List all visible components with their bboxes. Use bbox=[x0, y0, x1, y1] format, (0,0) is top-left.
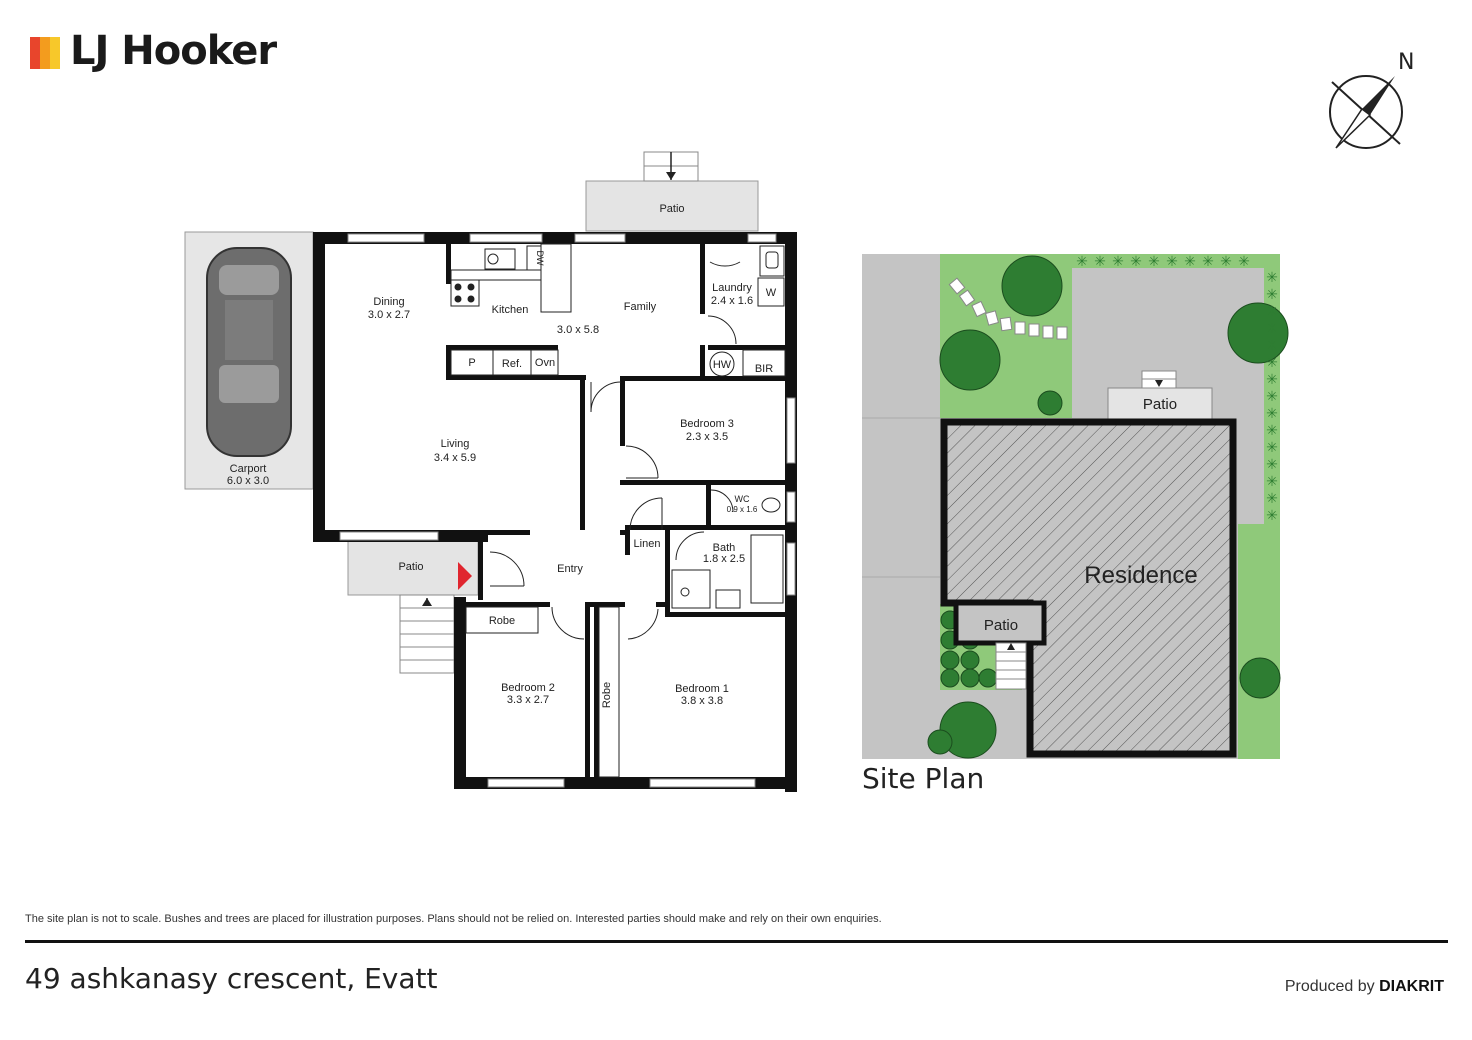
room-family-name: Family bbox=[624, 301, 657, 313]
compass-north-label: N bbox=[1398, 50, 1415, 75]
disclaimer-text: The site plan is not to scale. Bushes an… bbox=[25, 913, 882, 925]
site-patio-front-label: Patio bbox=[984, 617, 1018, 634]
hedge-shrub-icon: ✳ bbox=[1266, 303, 1278, 319]
hedge-shrub-icon: ✳ bbox=[1266, 320, 1278, 336]
room-living-name: Living bbox=[441, 438, 470, 450]
hedge-shrub-icon: ✳ bbox=[1266, 507, 1278, 523]
producer-brand: DIAKRIT bbox=[1379, 978, 1444, 995]
room-bedroom2-size: 3.3 x 2.7 bbox=[507, 694, 549, 706]
patio-rear-area bbox=[585, 180, 759, 232]
room-living-size: 3.4 x 5.9 bbox=[434, 452, 476, 464]
hedge-shrub-icon: ✳ bbox=[1130, 253, 1142, 269]
room-patio-rear-name: Patio bbox=[659, 203, 684, 215]
hedge-shrub-icon: ✳ bbox=[1112, 253, 1124, 269]
car-icon bbox=[206, 247, 292, 457]
room-bath-name: Bath bbox=[713, 542, 736, 554]
fixture-w: W bbox=[766, 287, 777, 299]
room-bath-size: 1.8 x 2.5 bbox=[703, 553, 745, 565]
produced-by-prefix: Produced by bbox=[1284, 978, 1375, 995]
residence-footprint bbox=[940, 418, 1237, 758]
room-bedroom3-size: 2.3 x 3.5 bbox=[686, 431, 728, 443]
fixture-hw: HW bbox=[713, 359, 732, 371]
brand-name: LJ Hooker bbox=[70, 28, 277, 74]
hedge-shrub-icon: ✳ bbox=[1266, 473, 1278, 489]
room-linen-name: Linen bbox=[634, 538, 661, 550]
room-kitchen-name: Kitchen bbox=[492, 304, 529, 316]
fixture-pantry: P bbox=[468, 357, 475, 369]
lawn-side bbox=[1238, 524, 1280, 759]
hedge-shrub-icon: ✳ bbox=[1266, 490, 1278, 506]
produced-by-credit: Produced by DIAKRIT bbox=[1285, 978, 1444, 996]
fixture-robe-b2: Robe bbox=[489, 615, 515, 627]
room-dining-name: Dining bbox=[373, 296, 404, 308]
hedge-shrub-icon: ✳ bbox=[1266, 439, 1278, 455]
hedge-shrub-icon: ✳ bbox=[1166, 253, 1178, 269]
hedge-shrub-icon: ✳ bbox=[1202, 253, 1214, 269]
hedge-shrub-icon: ✳ bbox=[1184, 253, 1196, 269]
room-carport-size: 6.0 x 3.0 bbox=[227, 475, 269, 487]
property-address: 49 ashkanasy crescent, Evatt bbox=[25, 962, 438, 995]
fixture-bir: BIR bbox=[755, 363, 773, 375]
hedge-shrub-icon: ✳ bbox=[1148, 253, 1160, 269]
site-plan-title: Site Plan bbox=[862, 762, 985, 795]
room-laundry-name: Laundry bbox=[712, 282, 752, 294]
room-bedroom1-size: 3.8 x 3.8 bbox=[681, 695, 723, 707]
room-dining-size: 3.0 x 2.7 bbox=[368, 309, 410, 321]
room-entry-name: Entry bbox=[557, 563, 583, 575]
room-carport-name: Carport bbox=[230, 463, 267, 475]
footer-divider bbox=[25, 940, 1448, 943]
fixture-ref: Ref. bbox=[502, 358, 522, 370]
fixture-oven: Ovn bbox=[535, 357, 555, 369]
room-bedroom2-name: Bedroom 2 bbox=[501, 682, 555, 694]
room-wc-name: WC bbox=[735, 494, 750, 504]
fixture-robe-b1: Robe bbox=[601, 682, 613, 708]
lawn-strip bbox=[1072, 254, 1280, 268]
hedge-shrub-icon: ✳ bbox=[1220, 253, 1232, 269]
fixture-dw: DW bbox=[535, 251, 545, 266]
hedge-shrub-icon: ✳ bbox=[1266, 371, 1278, 387]
site-patio-rear-label: Patio bbox=[1143, 396, 1177, 413]
room-bedroom1-name: Bedroom 1 bbox=[675, 683, 729, 695]
front-stairs bbox=[399, 594, 455, 674]
hedge-shrub-icon: ✳ bbox=[1266, 337, 1278, 353]
hedge-shrub-icon: ✳ bbox=[1266, 388, 1278, 404]
interior-walls bbox=[446, 244, 786, 779]
room-bedroom3-name: Bedroom 3 bbox=[680, 418, 734, 430]
room-family-size: 3.0 x 5.8 bbox=[557, 324, 599, 336]
room-wc-size: 0.9 x 1.6 bbox=[727, 505, 758, 514]
hedge-shrub-icon: ✳ bbox=[1266, 286, 1278, 302]
hedge-shrub-icon: ✳ bbox=[1238, 253, 1250, 269]
hedge-shrub-icon: ✳ bbox=[1266, 422, 1278, 438]
tree-icons bbox=[927, 255, 1289, 759]
hedge-shrub-icon: ✳ bbox=[1094, 253, 1106, 269]
room-laundry-size: 2.4 x 1.6 bbox=[711, 295, 753, 307]
entry-marker-icon bbox=[458, 562, 472, 590]
compass-icon bbox=[1329, 75, 1403, 149]
patio-front-area bbox=[347, 540, 479, 596]
kitchen-fixtures bbox=[450, 243, 572, 376]
room-patio-front-name: Patio bbox=[398, 561, 423, 573]
hedge-shrub-icon: ✳ bbox=[1266, 354, 1278, 370]
hedge-shrub-icon: ✳ bbox=[1076, 253, 1088, 269]
hedge-shrub-icon: ✳ bbox=[1266, 405, 1278, 421]
hedge-shrub-icon: ✳ bbox=[1266, 269, 1278, 285]
site-residence-label: Residence bbox=[1084, 562, 1197, 589]
hedge-shrub-icon: ✳ bbox=[1266, 456, 1278, 472]
lj-hooker-logo-mark bbox=[30, 37, 64, 69]
